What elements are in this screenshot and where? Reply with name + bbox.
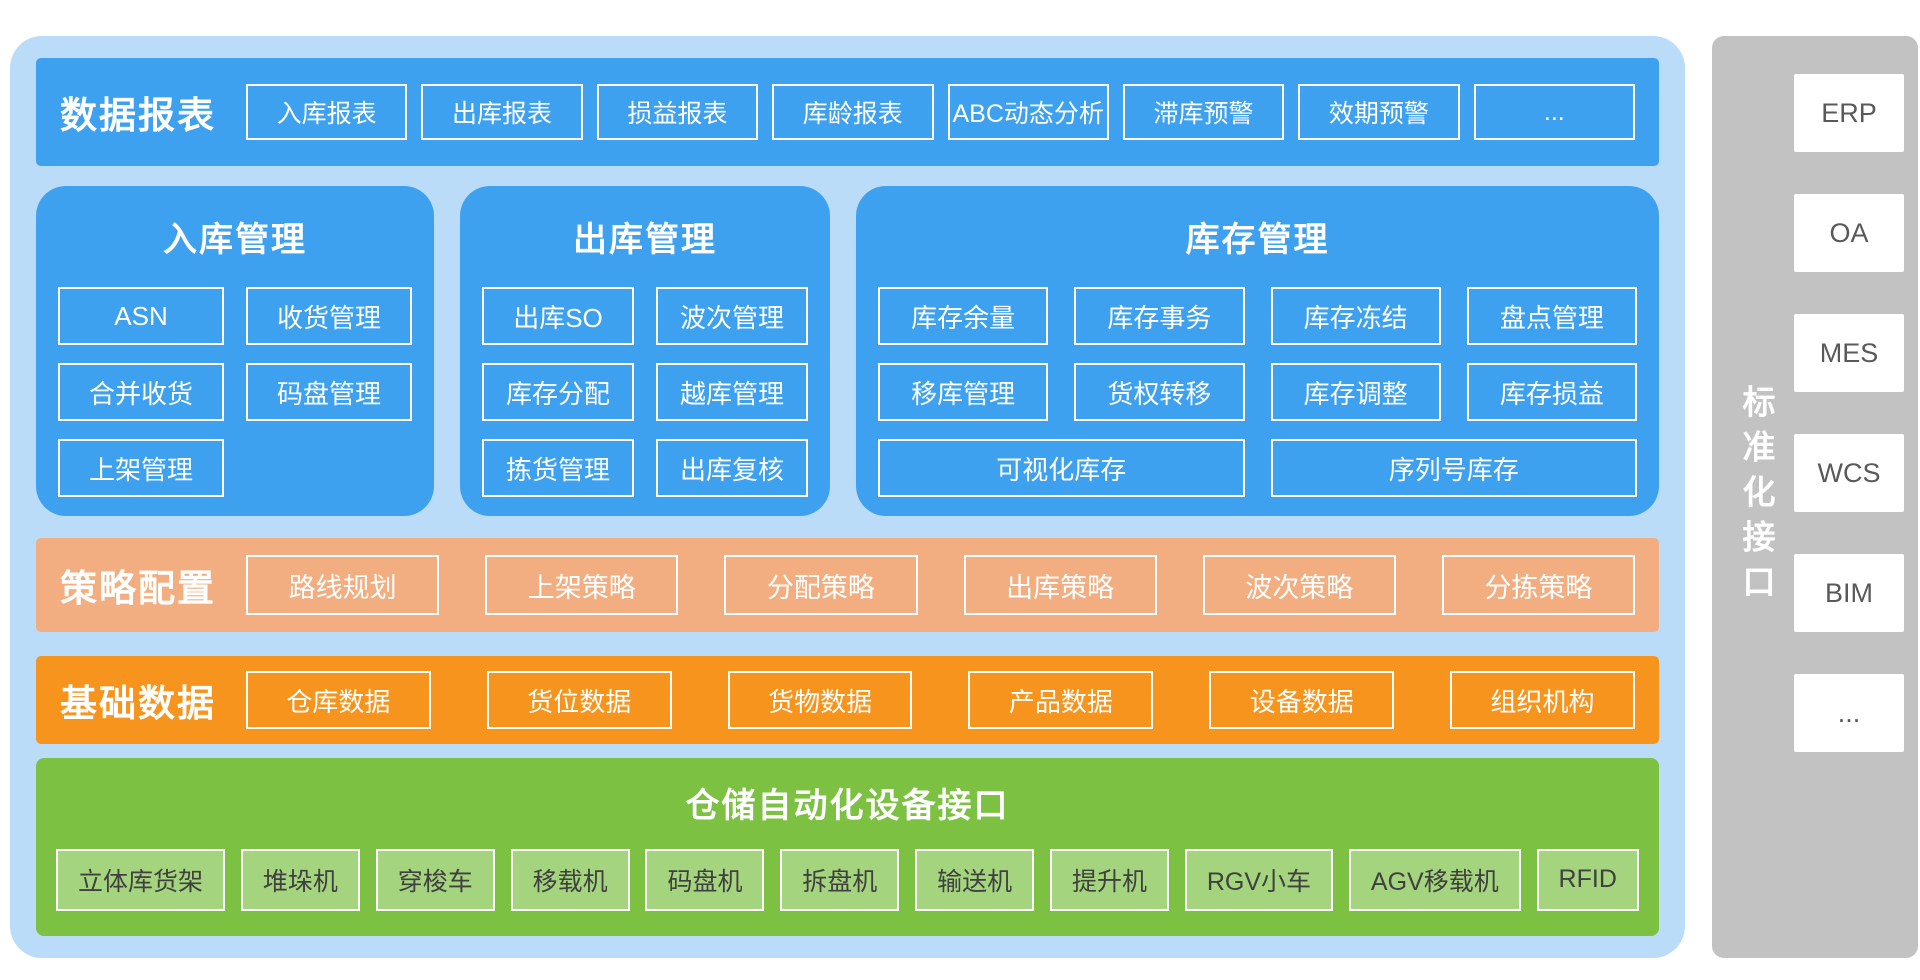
- module-inventory-profit-loss: 库存损益: [1466, 363, 1637, 421]
- basedata-location: 货位数据: [486, 671, 672, 729]
- strategy-bar-items: 路线规划 上架策略 分配策略 出库策略 波次策略 分拣策略: [246, 555, 1636, 615]
- module-cross-docking: 越库管理: [656, 363, 808, 421]
- strategy-allocation: 分配策略: [724, 555, 918, 615]
- standard-interface-rail: 标准化接口 ERP OA MES WCS BIM ...: [1712, 36, 1918, 958]
- module-ownership-transfer: 货权转移: [1074, 363, 1245, 421]
- strategy-bar-title: 策略配置: [60, 568, 216, 609]
- module-merge-receiving: 合并收货: [58, 363, 224, 421]
- basedata-product: 产品数据: [968, 671, 1154, 729]
- panel-row: 移库管理 货权转移 库存调整 库存损益: [878, 363, 1637, 421]
- device-row: 立体库货架 堆垛机 穿梭车 移载机 码盘机 拆盘机 输送机 提升机 RGV小车 …: [56, 841, 1639, 918]
- wms-architecture-container: 数据报表 入库报表 出库报表 损益报表 库龄报表 ABC动态分析 滞库预警 效期…: [10, 36, 1685, 958]
- basedata-warehouse: 仓库数据: [246, 671, 431, 729]
- panel-outbound-management: 出库管理 出库SO 波次管理 库存分配 越库管理 拣货管理 出库复核: [460, 186, 830, 516]
- report-item-more: ...: [1473, 84, 1635, 140]
- module-asn: ASN: [58, 287, 224, 345]
- interface-oa: OA: [1794, 194, 1904, 272]
- device-as-rs-rack: 立体库货架: [56, 848, 226, 911]
- basedata-bar: 基础数据 仓库数据 货位数据 货物数据 产品数据 设备数据 组织机构: [36, 656, 1659, 744]
- device-depalletizer: 拆盘机: [780, 848, 900, 911]
- report-item-abc-analysis: ABC动态分析: [947, 84, 1109, 140]
- module-inventory-balance: 库存余量: [878, 287, 1049, 345]
- module-inventory-allocation: 库存分配: [482, 363, 634, 421]
- module-putaway-mgmt: 上架管理: [58, 439, 224, 497]
- interface-more: ...: [1794, 674, 1904, 752]
- panel-row: 合并收货 码盘管理: [58, 363, 412, 421]
- report-bar: 数据报表 入库报表 出库报表 损益报表 库龄报表 ABC动态分析 滞库预警 效期…: [36, 58, 1659, 166]
- module-inventory-transaction: 库存事务: [1074, 287, 1245, 345]
- panel-row: 出库SO 波次管理: [482, 287, 808, 345]
- panel-inventory-management: 库存管理 库存余量 库存事务 库存冻结 盘点管理 移库管理 货权转移 库存调整 …: [856, 186, 1659, 516]
- basedata-bar-items: 仓库数据 货位数据 货物数据 产品数据 设备数据 组织机构: [246, 671, 1635, 729]
- device-agv-transfer: AGV移载机: [1348, 848, 1521, 911]
- report-item-stagnant-warning: 滞库预警: [1122, 84, 1285, 140]
- automation-device-section: 仓储自动化设备接口 立体库货架 堆垛机 穿梭车 移载机 码盘机 拆盘机 输送机 …: [36, 758, 1659, 936]
- module-outbound-so: 出库SO: [482, 287, 634, 345]
- basedata-organization: 组织机构: [1450, 671, 1635, 729]
- strategy-wave: 波次策略: [1202, 555, 1396, 615]
- module-visual-inventory: 可视化库存: [878, 439, 1245, 497]
- report-item-expiry-warning: 效期预警: [1298, 84, 1460, 140]
- interface-erp: ERP: [1794, 74, 1904, 152]
- module-outbound-check: 出库复核: [656, 439, 808, 497]
- module-stocktaking-mgmt: 盘点管理: [1466, 287, 1637, 345]
- report-item-inbound-report: 入库报表: [246, 84, 408, 140]
- module-palletizing-mgmt: 码盘管理: [246, 363, 412, 421]
- module-wave-mgmt: 波次管理: [656, 287, 808, 345]
- panel-inbound-title: 入库管理: [163, 221, 307, 259]
- device-shuttle-car: 穿梭车: [375, 848, 495, 911]
- interface-bim: BIM: [1794, 554, 1904, 632]
- device-palletizer: 码盘机: [645, 848, 765, 911]
- device-rfid: RFID: [1536, 848, 1639, 911]
- panel-row: 库存余量 库存事务 库存冻结 盘点管理: [878, 287, 1637, 345]
- strategy-bar: 策略配置 路线规划 上架策略 分配策略 出库策略 波次策略 分拣策略: [36, 538, 1659, 632]
- module-receiving: 收货管理: [246, 287, 412, 345]
- automation-device-title: 仓储自动化设备接口: [685, 787, 1010, 825]
- panel-row: 拣货管理 出库复核: [482, 439, 808, 497]
- panel-row: 可视化库存 序列号库存: [878, 439, 1637, 497]
- basedata-goods: 货物数据: [727, 671, 913, 729]
- panel-inbound-management: 入库管理 ASN 收货管理 合并收货 码盘管理 上架管理: [36, 186, 434, 516]
- panel-row: 库存分配 越库管理: [482, 363, 808, 421]
- module-serial-number-inventory: 序列号库存: [1270, 439, 1637, 497]
- strategy-sorting: 分拣策略: [1441, 555, 1636, 615]
- report-bar-title: 数据报表: [60, 95, 216, 136]
- interface-wcs: WCS: [1794, 434, 1904, 512]
- device-transfer-machine: 移载机: [510, 848, 630, 911]
- interface-mes: MES: [1794, 314, 1904, 392]
- module-panels: 入库管理 ASN 收货管理 合并收货 码盘管理 上架管理 出库管理 出库SO 波…: [36, 186, 1659, 516]
- report-bar-items: 入库报表 出库报表 损益报表 库龄报表 ABC动态分析 滞库预警 效期预警 ..…: [246, 84, 1635, 140]
- panel-outbound-title: 出库管理: [573, 221, 717, 259]
- module-relocation-mgmt: 移库管理: [878, 363, 1049, 421]
- module-inventory-freeze: 库存冻结: [1270, 287, 1441, 345]
- panel-row: ASN 收货管理: [58, 287, 412, 345]
- basedata-bar-title: 基础数据: [60, 683, 216, 724]
- panel-row: 上架管理: [58, 439, 412, 497]
- device-stacker-crane: 堆垛机: [240, 848, 360, 911]
- device-hoist: 提升机: [1050, 848, 1170, 911]
- report-item-stock-age-report: 库龄报表: [772, 84, 934, 140]
- panel-inventory-title: 库存管理: [1185, 221, 1330, 259]
- module-picking-mgmt: 拣货管理: [482, 439, 634, 497]
- strategy-outbound: 出库策略: [963, 555, 1157, 615]
- device-rgv-cart: RGV小车: [1184, 848, 1334, 911]
- strategy-route-planning: 路线规划: [246, 555, 440, 615]
- strategy-putaway: 上架策略: [485, 555, 679, 615]
- interface-boxes: ERP OA MES WCS BIM ...: [1794, 74, 1904, 752]
- basedata-equipment: 设备数据: [1209, 671, 1395, 729]
- report-item-outbound-report: 出库报表: [421, 84, 583, 140]
- device-conveyor: 输送机: [915, 848, 1035, 911]
- standard-interface-title: 标准化接口: [1738, 384, 1775, 610]
- report-item-profit-loss-report: 损益报表: [596, 84, 759, 140]
- module-inventory-adjustment: 库存调整: [1270, 363, 1441, 421]
